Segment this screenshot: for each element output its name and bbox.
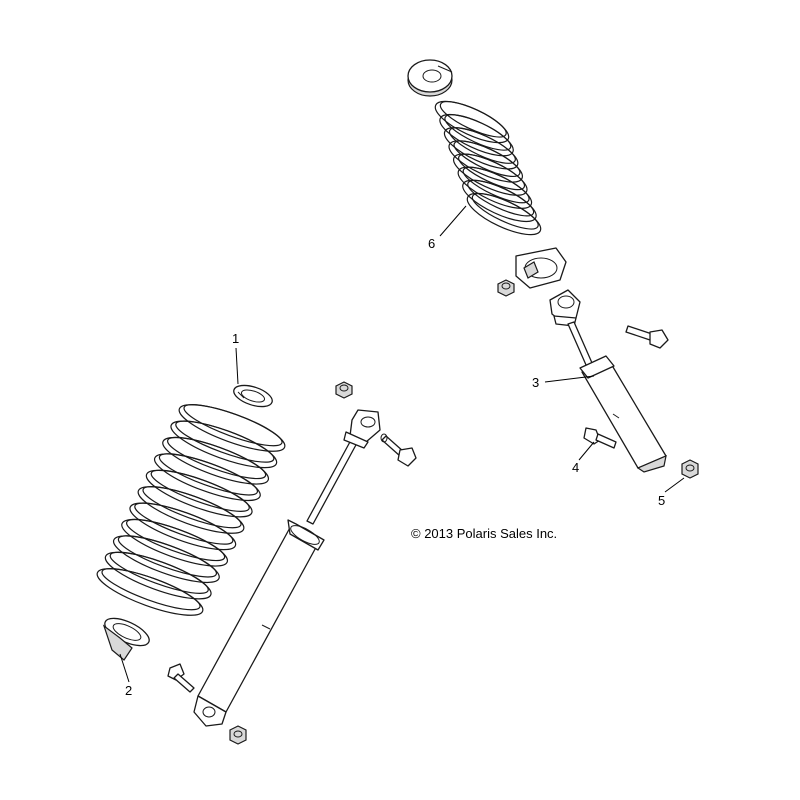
- coil-spring-right: [434, 100, 542, 236]
- spring-coil-inner: [158, 453, 259, 496]
- bottom-nut-left: [229, 725, 247, 745]
- spring-coil-inner: [462, 166, 530, 204]
- leader-line-5: [664, 477, 685, 493]
- nut-part-5: [681, 459, 699, 479]
- callout-6: 6: [428, 236, 435, 251]
- callout-4: 4: [572, 460, 579, 475]
- spring-coil-inner: [448, 127, 516, 164]
- copyright-text: © 2013 Polaris Sales Inc.: [411, 526, 557, 541]
- mounting-bolt-upper-right: [625, 325, 669, 349]
- coil-spring-left: [96, 404, 286, 616]
- spring-coil-inner: [467, 179, 535, 217]
- spring-coil-inner: [142, 486, 242, 529]
- spring-retainer-top-right: [407, 59, 453, 97]
- spring-coil-inner: [453, 140, 521, 178]
- leader-line-3: [544, 375, 595, 383]
- spring-coil-inner: [167, 436, 267, 480]
- leader-line-1: [235, 347, 239, 385]
- spring-coil-inner: [458, 153, 526, 191]
- leader-line-6: [439, 205, 467, 237]
- spring-coil-inner: [183, 404, 283, 447]
- leader-line-2: [119, 653, 130, 683]
- spring-coil: [178, 404, 286, 452]
- spring-coil-inner: [444, 114, 512, 151]
- lower-spring-seat-left: [102, 617, 150, 661]
- leader-line-4: [578, 441, 595, 461]
- callout-5: 5: [658, 493, 665, 508]
- spring-coil-inner: [175, 420, 275, 463]
- shock-absorber-left: [193, 409, 381, 727]
- mounting-bolt-part-4: [583, 427, 617, 449]
- callout-1: 1: [232, 331, 239, 346]
- spring-coil-inner: [439, 100, 507, 138]
- spring-coil-inner: [134, 502, 234, 545]
- spring-coil-inner: [109, 551, 209, 594]
- spring-coil-inner: [471, 192, 539, 230]
- spring-retainer-clip-left: [233, 384, 273, 408]
- mounting-bolt-upper-left: [380, 433, 417, 467]
- spring-coil-inner: [117, 535, 218, 578]
- callout-3: 3: [532, 375, 539, 390]
- spring-coil-inner: [126, 518, 226, 562]
- callout-2: 2: [125, 683, 132, 698]
- spring-seat-right: [515, 247, 567, 289]
- mounting-bolt-lower-left: [167, 663, 195, 693]
- shock-absorber-right: [549, 289, 667, 473]
- top-nut-right: [497, 279, 515, 297]
- top-nut-left: [335, 381, 353, 399]
- spring-coil-inner: [150, 469, 250, 512]
- spring-coil-inner: [101, 568, 201, 611]
